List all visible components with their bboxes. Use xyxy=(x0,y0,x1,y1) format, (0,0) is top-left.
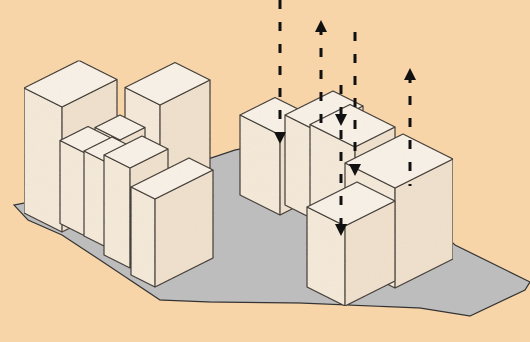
block-r5-top-face xyxy=(306,181,396,227)
block-tall-back-right-top-face xyxy=(124,61,211,106)
block-r5 xyxy=(306,181,396,307)
block-r3-top-face xyxy=(309,103,396,148)
block-tall-back-left-top-face xyxy=(23,59,118,108)
block-r2-top-face xyxy=(284,90,364,131)
block-r4-top-face xyxy=(344,133,454,189)
block-mid-3-top-face xyxy=(103,135,169,169)
block-mid-1-left-face xyxy=(59,139,86,237)
block-front-left xyxy=(130,157,214,288)
block-mid-3-left-face xyxy=(103,154,131,269)
block-small-middle-top-face xyxy=(94,114,146,141)
block-tall-back-left-left-face xyxy=(23,87,63,233)
block-front-left-left-face xyxy=(130,186,156,288)
block-front-left-top-face xyxy=(130,157,214,200)
